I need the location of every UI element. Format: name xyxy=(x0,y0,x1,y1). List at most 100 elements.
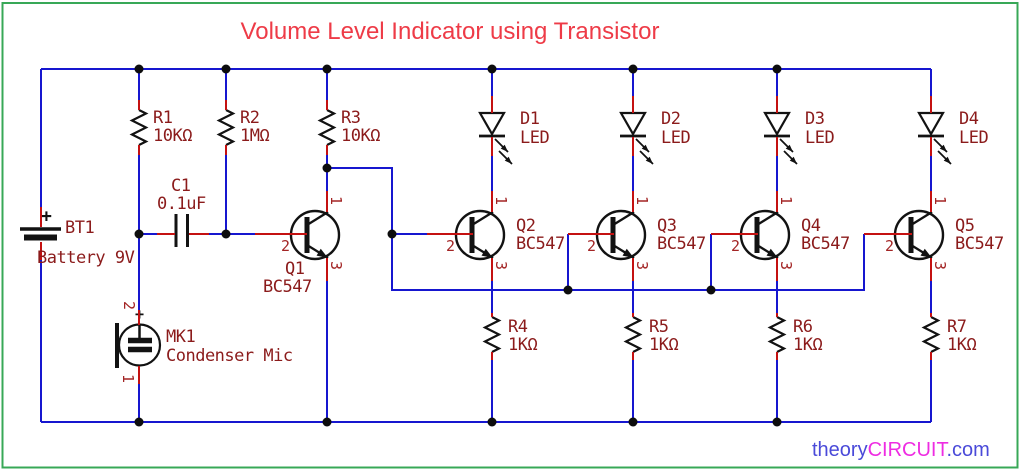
resistor-symbol-r4 xyxy=(483,315,501,354)
resistor-ref-r2: R2 xyxy=(240,108,259,128)
junction-dot xyxy=(221,229,231,239)
mic-pin-1: 1 xyxy=(119,374,137,383)
junction-dot xyxy=(322,64,332,74)
q3-pin-3: 3 xyxy=(633,261,651,270)
brand-part-com: .com xyxy=(946,439,989,461)
mic-ref: MK1 xyxy=(166,327,195,347)
resistor-symbol-r5 xyxy=(624,315,642,354)
transistor-value-q2: BC547 xyxy=(516,234,565,254)
resistor-symbol-r1 xyxy=(130,108,148,147)
transistor-ref-q4: Q4 xyxy=(801,216,821,236)
junction-dot xyxy=(221,64,231,74)
transistor-ref-q5: Q5 xyxy=(955,216,974,236)
junction-dot xyxy=(772,64,782,74)
resistor-value-r3: 10KΩ xyxy=(341,126,380,146)
led-ref-d2: D2 xyxy=(661,109,680,129)
resistor-value-r5: 1KΩ xyxy=(649,335,678,355)
resistor-symbol-r2 xyxy=(217,108,235,147)
resistor-value-r7: 1KΩ xyxy=(947,335,976,355)
resistor-ref-r6: R6 xyxy=(793,317,813,337)
capacitor-value: 0.1uF xyxy=(157,194,206,214)
wires-red-pin-stubs xyxy=(40,96,932,384)
led-value-d3: LED xyxy=(805,128,834,148)
transistor-value-q3: BC547 xyxy=(657,234,706,254)
junction-dot xyxy=(487,64,497,74)
junction-dot xyxy=(134,417,144,427)
battery-value: Battery 9V xyxy=(37,248,135,268)
brand-part-theory: theory xyxy=(812,439,868,461)
junction-dot xyxy=(322,163,332,173)
transistor-value-q4: BC547 xyxy=(801,234,850,254)
led-value-d2: LED xyxy=(661,128,690,148)
transistor-value-q5: BC547 xyxy=(955,234,1004,254)
resistor-ref-r4: R4 xyxy=(508,317,528,337)
resistor-value-r1: 10KΩ xyxy=(153,126,192,146)
q3-pin-2: 2 xyxy=(587,237,596,255)
junction-dot xyxy=(563,285,573,295)
q1-pin-1: 1 xyxy=(327,196,345,205)
junction-dot xyxy=(706,285,716,295)
transistor-ref-q1: Q1 xyxy=(285,259,305,279)
transistor-value-q1: BC547 xyxy=(263,277,312,297)
junction-dot xyxy=(487,417,497,427)
transistor-symbol-q4 xyxy=(741,211,789,261)
capacitor-ref: C1 xyxy=(171,176,191,196)
junction-dot xyxy=(134,64,144,74)
junction-dot xyxy=(772,417,782,427)
led-ref-d1: D1 xyxy=(520,109,540,129)
battery-ref: BT1 xyxy=(65,218,94,238)
q2-pin-1: 1 xyxy=(492,196,510,205)
resistor-symbol-r7 xyxy=(922,315,940,354)
resistor-value-r6: 1KΩ xyxy=(793,335,822,355)
q4-pin-2: 2 xyxy=(731,237,740,255)
q5-pin-2: 2 xyxy=(885,237,894,255)
mic-symbol xyxy=(115,323,162,368)
resistor-symbol-r3 xyxy=(318,108,336,147)
q4-pin-1: 1 xyxy=(777,196,795,205)
q5-pin-3: 3 xyxy=(931,261,949,270)
transistor-symbol-q5 xyxy=(895,211,943,261)
q2-pin-2: 2 xyxy=(446,237,455,255)
junction-dot xyxy=(628,417,638,427)
transistor-symbol-q1 xyxy=(291,211,339,261)
page-title: Volume Level Indicator using Transistor xyxy=(241,18,660,45)
led-symbol-d1 xyxy=(477,111,516,168)
resistor-ref-r1: R1 xyxy=(153,108,173,128)
battery-symbol xyxy=(20,227,61,241)
led-symbol-d3 xyxy=(762,111,801,168)
brand-watermark: theoryCIRCUIT.com xyxy=(812,439,990,461)
q5-pin-1: 1 xyxy=(931,196,949,205)
page-border xyxy=(1,2,1019,469)
q1-pin-3: 3 xyxy=(327,261,345,270)
junction-dots xyxy=(134,64,782,427)
led-symbol-d4 xyxy=(916,111,955,168)
transistor-ref-q3: Q3 xyxy=(657,216,676,236)
wires-blue xyxy=(40,68,932,423)
resistor-value-r2: 1MΩ xyxy=(240,126,269,146)
resistor-ref-r7: R7 xyxy=(947,317,966,337)
transistor-ref-q2: Q2 xyxy=(516,216,535,236)
led-symbol-d2 xyxy=(618,111,657,168)
mic-value: Condenser Mic xyxy=(166,346,293,366)
led-ref-d4: D4 xyxy=(959,109,979,129)
brand-part-circuit: CIRCUIT xyxy=(868,439,949,461)
led-ref-d3: D3 xyxy=(805,109,824,129)
resistor-ref-r3: R3 xyxy=(341,108,360,128)
junction-dot xyxy=(628,64,638,74)
q1-pin-2: 2 xyxy=(281,237,290,255)
junction-dot xyxy=(134,229,144,239)
q4-pin-3: 3 xyxy=(777,261,795,270)
resistor-ref-r5: R5 xyxy=(649,317,668,337)
resistor-value-r4: 1KΩ xyxy=(508,335,537,355)
q2-pin-3: 3 xyxy=(492,261,510,270)
battery-plus-icon: + xyxy=(41,206,52,227)
mic-pin-2: 2 xyxy=(120,301,138,310)
resistor-symbol-r6 xyxy=(768,315,786,354)
junction-dot xyxy=(387,229,397,239)
capacitor-symbol xyxy=(174,214,189,247)
led-value-d1: LED xyxy=(520,128,549,148)
transistor-symbol-q2 xyxy=(456,211,504,261)
led-value-d4: LED xyxy=(959,128,988,148)
